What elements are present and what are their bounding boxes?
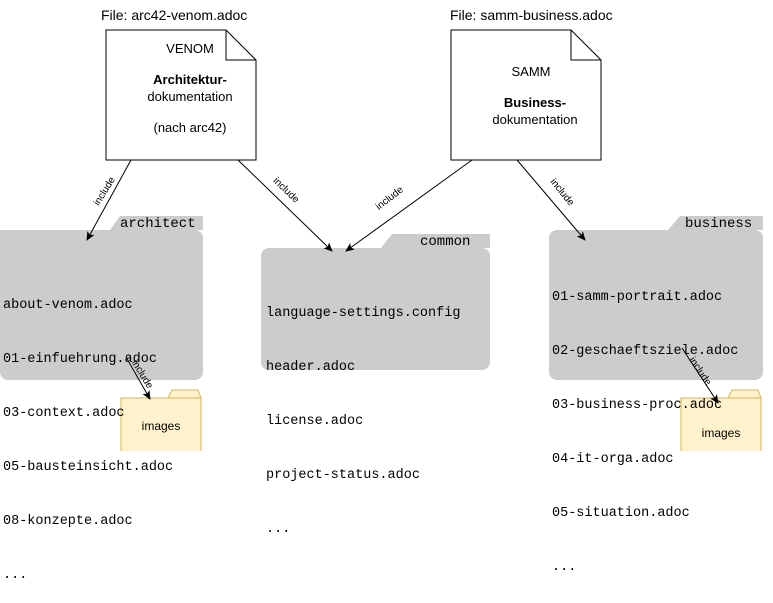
business-file-list: 01-samm-portrait.adoc 02-geschaeftsziele… <box>552 253 738 595</box>
business-folder-tab-label: business <box>685 216 753 232</box>
list-item[interactable]: 01-samm-portrait.adoc <box>552 290 723 305</box>
common-folder-body[interactable] <box>261 248 490 370</box>
images-folder-right-body[interactable] <box>680 397 762 451</box>
common-file-list: language-settings.config header.adoc lic… <box>266 269 460 557</box>
include-arrow-architect-images <box>125 356 151 400</box>
business-folder-body[interactable] <box>549 230 763 380</box>
venom-doc-heading-rest: dokumentation <box>147 89 233 104</box>
list-item: ... <box>3 568 28 583</box>
list-item[interactable]: 05-situation.adoc <box>552 506 690 521</box>
images-folder-left-body[interactable] <box>120 397 202 451</box>
list-item[interactable]: 04-it-orga.adoc <box>552 452 674 467</box>
common-folder-tab-label: common <box>420 234 471 250</box>
venom-file-label: File: arc42-venom.adoc <box>101 7 248 23</box>
diagram-canvas <box>0 29 763 451</box>
samm-doc-shape[interactable] <box>450 29 602 161</box>
list-item[interactable]: language-settings.config <box>266 306 461 321</box>
architect-folder-tab-label: architect <box>120 216 196 232</box>
include-arrow-samm-business <box>516 159 586 241</box>
include-arrow-venom-common <box>237 159 333 252</box>
list-item[interactable]: 05-bausteinsicht.adoc <box>3 460 174 475</box>
samm-doc-content: SAMM Business- dokumentation <box>451 63 601 128</box>
business-folder-tab-shape <box>668 216 763 230</box>
architect-folder-body[interactable] <box>0 230 203 380</box>
samm-doc-heading-rest: dokumentation <box>492 112 578 127</box>
venom-doc-shape[interactable] <box>105 29 257 161</box>
list-item[interactable]: project-status.adoc <box>266 468 420 483</box>
common-folder-tab-shape <box>381 234 490 248</box>
list-item[interactable]: 08-konzepte.adoc <box>3 514 133 529</box>
list-item[interactable]: 01-einfuehrung.adoc <box>3 352 157 367</box>
images-folder-right-label: images <box>701 426 741 440</box>
list-item: ... <box>266 522 291 537</box>
list-item[interactable]: 02-geschaeftsziele.adoc <box>552 344 739 359</box>
architect-folder-tab-shape <box>110 216 203 230</box>
list-item[interactable]: 03-business-proc.adoc <box>552 398 723 413</box>
samm-doc-title: SAMM <box>511 64 551 79</box>
list-item[interactable]: 03-context.adoc <box>3 406 125 421</box>
list-item: ... <box>552 560 577 575</box>
venom-doc-heading-bold: Architektur- <box>153 72 227 87</box>
samm-doc-fold <box>570 30 601 61</box>
venom-doc-note: (nach arc42) <box>153 120 227 135</box>
venom-doc-fold <box>225 30 256 61</box>
include-arrow-business-images <box>681 347 719 404</box>
venom-doc-title: VENOM <box>166 41 214 56</box>
list-item[interactable]: header.adoc <box>266 360 356 375</box>
include-arrow-venom-architect <box>86 159 132 241</box>
venom-doc-content: VENOM Architektur- dokumentation (nach a… <box>106 40 256 136</box>
samm-doc-heading-bold: Business- <box>503 95 567 110</box>
images-folder-left-label: images <box>141 419 181 433</box>
include-arrow-samm-common <box>345 159 473 252</box>
list-item[interactable]: about-venom.adoc <box>3 298 133 313</box>
list-item[interactable]: license.adoc <box>266 414 364 429</box>
samm-file-label: File: samm-business.adoc <box>450 7 613 23</box>
